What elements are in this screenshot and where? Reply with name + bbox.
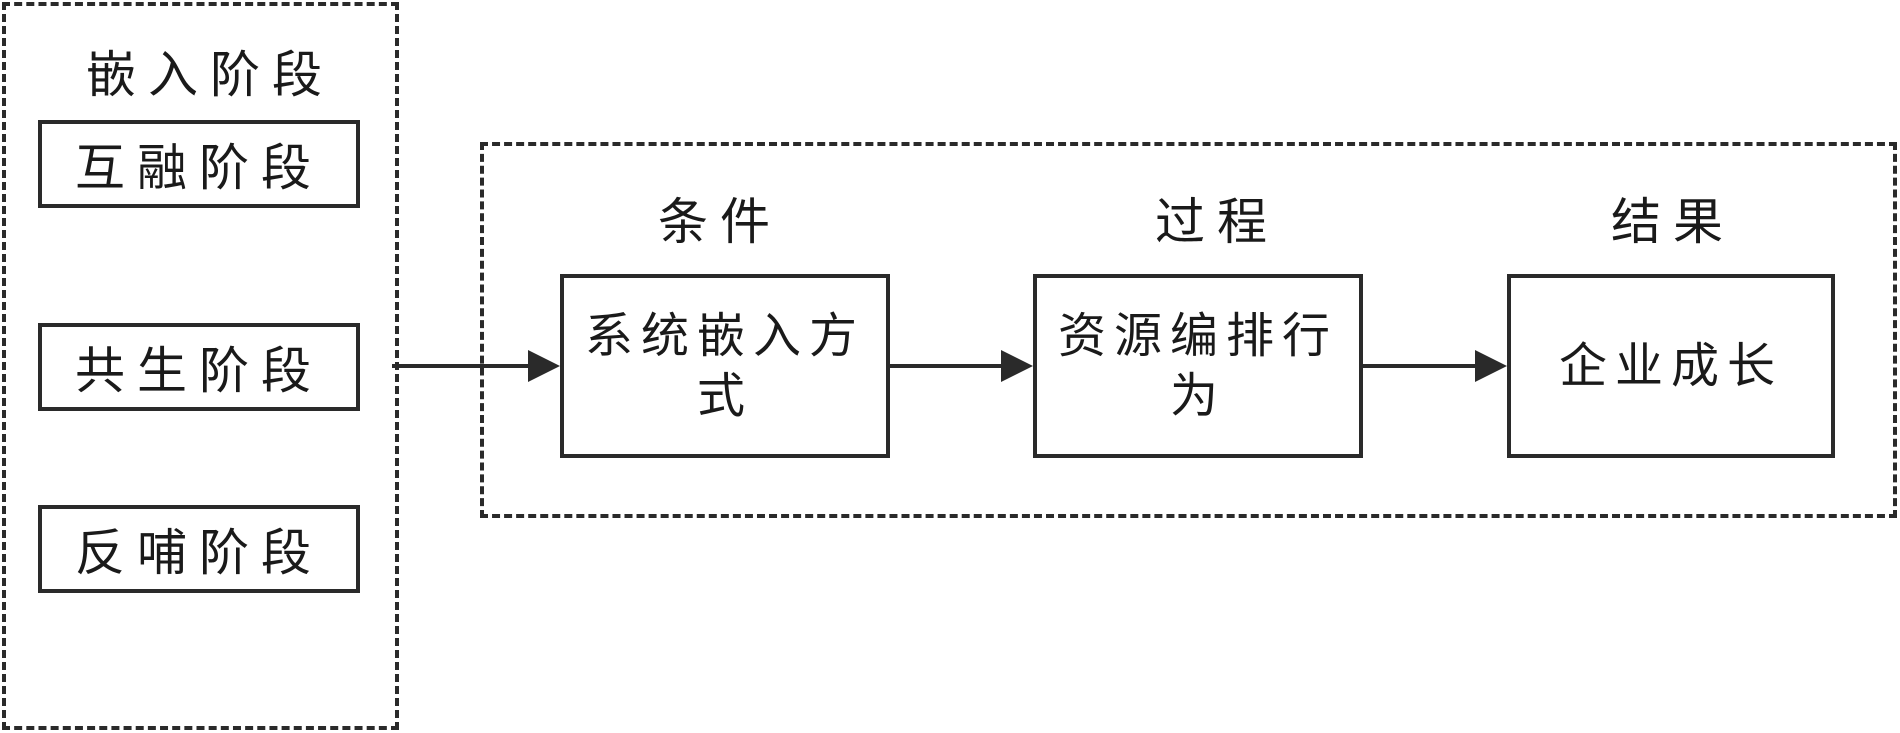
stage-box-integration: 互融阶段 (38, 120, 360, 208)
heading-condition: 条件 (658, 193, 782, 251)
node-resource-orchestration-behavior: 资源编排行为 (1033, 274, 1363, 458)
stage-box-symbiosis: 共生阶段 (38, 323, 360, 411)
process-model-group (480, 142, 1897, 518)
embedding-stage-title: 嵌入阶段 (86, 46, 334, 104)
node-enterprise-growth: 企业成长 (1507, 274, 1835, 458)
heading-process: 过程 (1155, 193, 1279, 251)
stage-box-feedback: 反哺阶段 (38, 505, 360, 593)
heading-result: 结果 (1611, 193, 1735, 251)
node-system-embedding-mode: 系统嵌入方式 (560, 274, 890, 458)
